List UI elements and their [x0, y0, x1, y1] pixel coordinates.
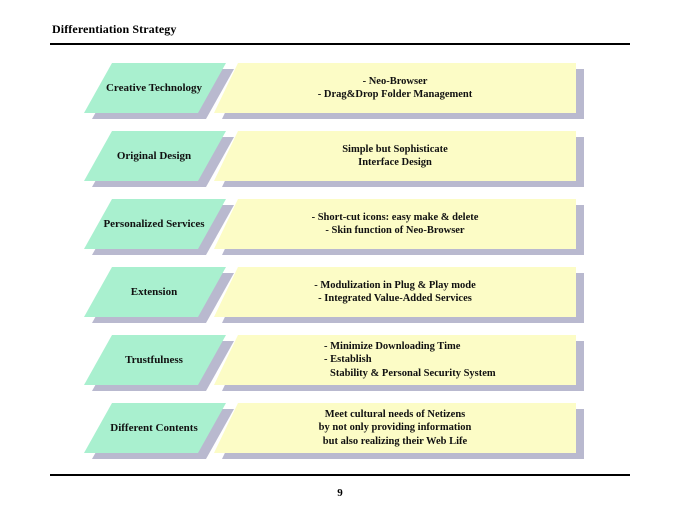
strategy-label: Personalized Services: [84, 199, 226, 249]
description-line: Simple but Sophisticate: [342, 143, 448, 155]
description-line: Interface Design: [358, 157, 432, 168]
description-box: [214, 335, 576, 385]
strategy-label: Extension: [84, 267, 226, 317]
strategy-description: - Minimize Downloading Time - Establish …: [214, 335, 576, 385]
page-number: 9: [337, 487, 343, 499]
strategy-row-creative-technology: Creative Technology - Neo-Browser - Drag…: [0, 63, 680, 119]
bottom-rule: [50, 474, 630, 476]
description-line: - Establish: [324, 354, 393, 366]
description-line: - Minimize Downloading Time: [324, 340, 461, 352]
description-line: but also realizing their Web Life: [322, 435, 468, 447]
description-line: by not only providing information: [318, 422, 472, 434]
top-rule: [50, 43, 630, 45]
description-box: [214, 63, 576, 113]
description-line: - Modulization in Plug & Play mode: [314, 279, 476, 291]
description-box: [214, 403, 576, 453]
description-line: - Drag&Drop Folder Management: [317, 89, 473, 100]
description-line: - Neo-Browser: [362, 75, 428, 87]
strategy-description: Simple but Sophisticate Interface Design: [214, 131, 576, 181]
strategy-row-different-contents: Different Contents Meet cultural needs o…: [0, 403, 680, 459]
description-line: Stability & Personal Security System: [330, 367, 496, 379]
strategy-row-original-design: Original Design Simple but Sophisticate …: [0, 131, 680, 187]
page-title: Differentiation Strategy: [52, 22, 177, 36]
strategy-label: Different Contents: [84, 403, 226, 453]
description-line: - Short-cut icons: easy make & delete: [311, 211, 479, 223]
description-box: [214, 131, 576, 181]
strategy-row-personalized-services: Personalized Services - Short-cut icons:…: [0, 199, 680, 255]
strategy-row-trustfulness: Trustfulness - Minimize Downloading Time…: [0, 335, 680, 391]
strategy-description: Meet cultural needs of Netizens by not o…: [214, 403, 576, 453]
strategy-row-extension: Extension - Modulization in Plug & Play …: [0, 267, 680, 323]
description-box: [214, 267, 576, 317]
description-line: Meet cultural needs of Netizens: [324, 408, 466, 420]
description-box: [214, 199, 576, 249]
description-line: - Integrated Value-Added Services: [318, 293, 472, 304]
description-line: - Skin function of Neo-Browser: [325, 225, 465, 236]
strategy-description: - Neo-Browser - Drag&Drop Folder Managem…: [214, 63, 576, 113]
strategy-label: Creative Technology: [84, 63, 226, 113]
strategy-label: Trustfulness: [84, 335, 226, 385]
strategy-label: Original Design: [84, 131, 226, 181]
strategy-description: - Modulization in Plug & Play mode - Int…: [214, 267, 576, 317]
strategy-description: - Short-cut icons: easy make & delete - …: [214, 199, 576, 249]
